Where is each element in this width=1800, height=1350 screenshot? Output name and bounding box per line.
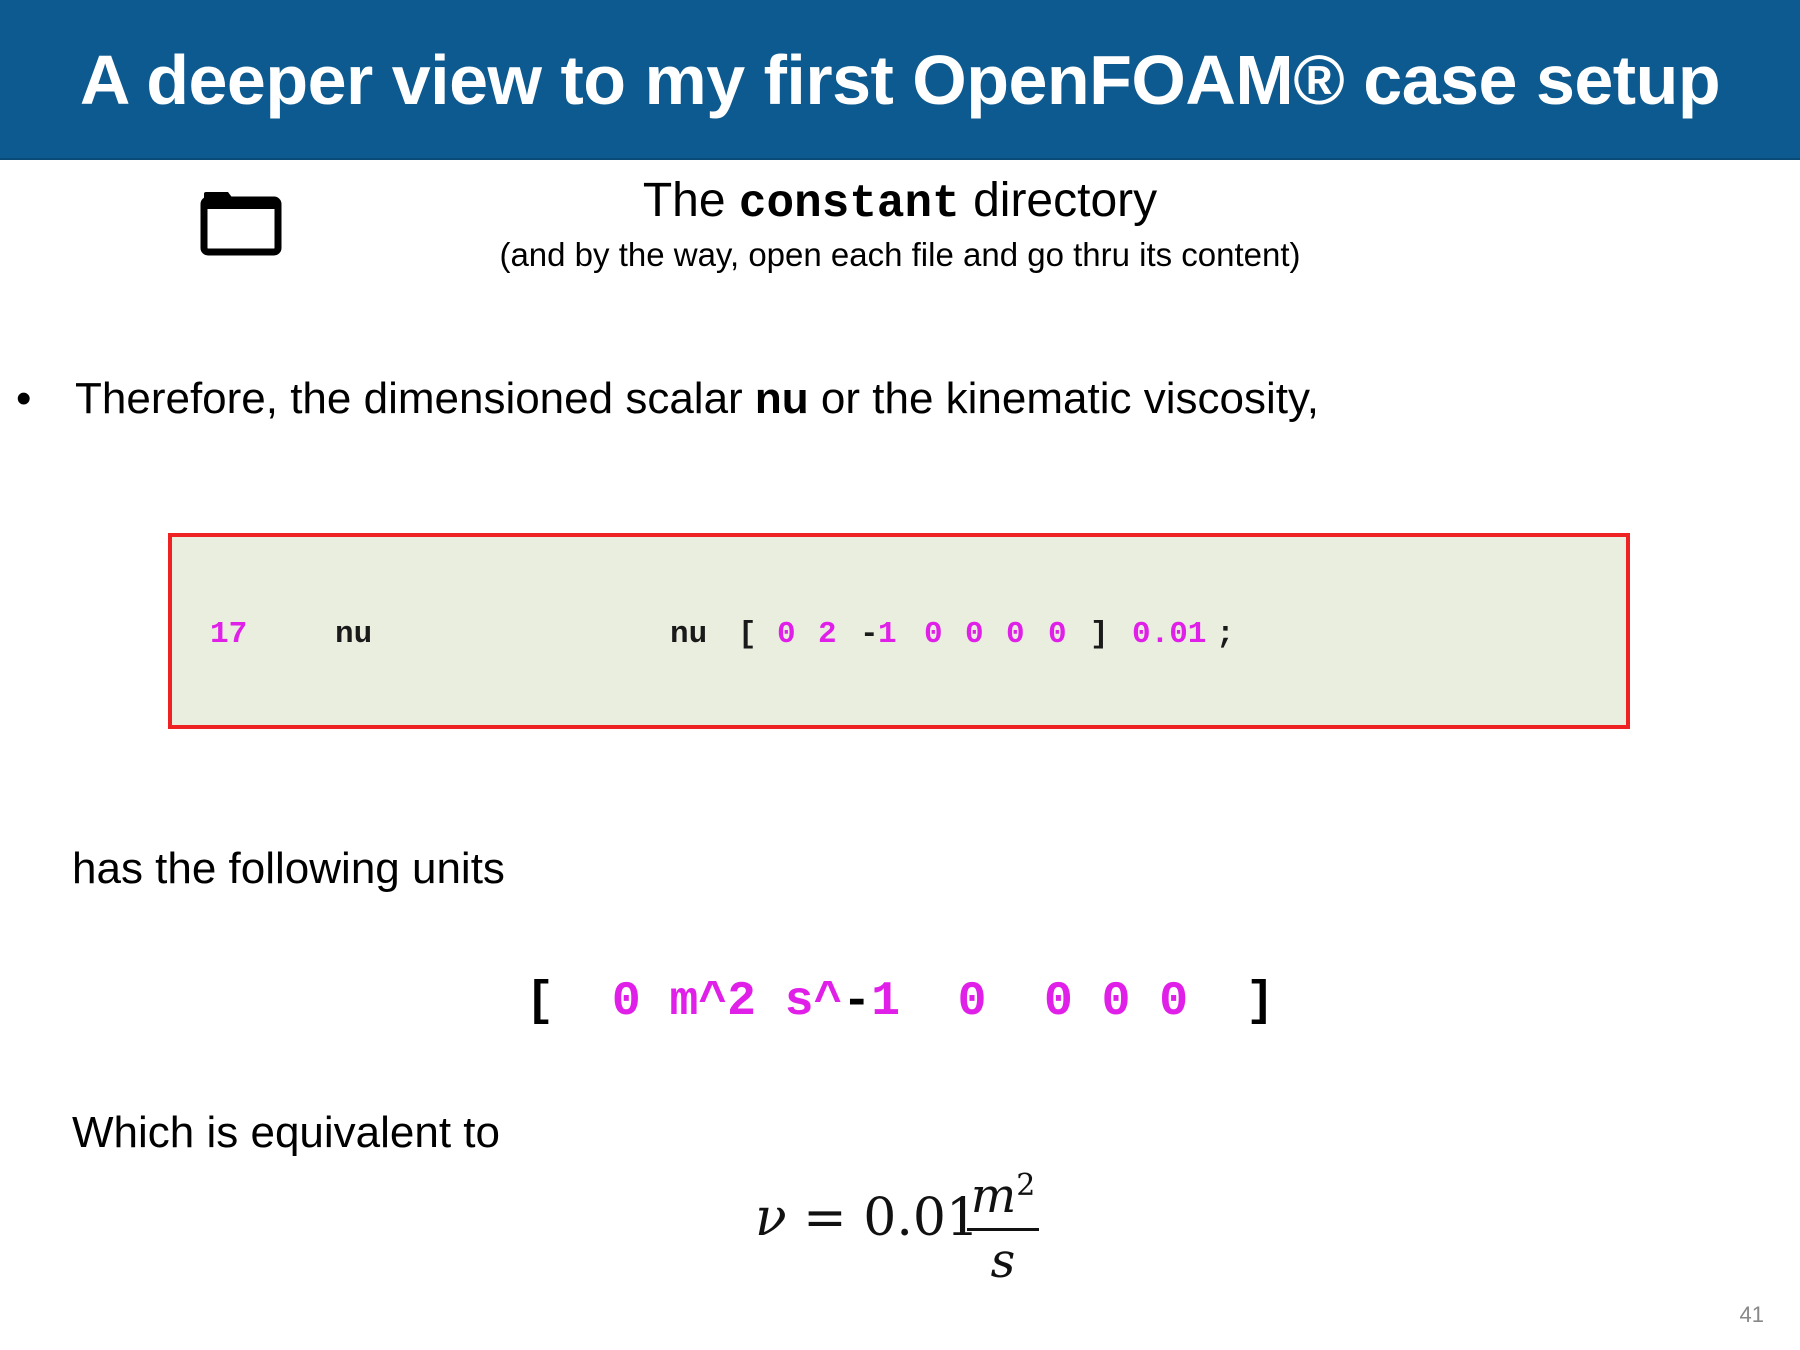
code-dim-6: 0 <box>1006 617 1025 652</box>
units-d6: 0 <box>1101 975 1131 1029</box>
formula-coef: 0.01 <box>863 1188 980 1248</box>
units-d5: 0 <box>1044 975 1073 1029</box>
code-dim-3-sign: - <box>860 617 879 652</box>
units-expression: [ 0 m^2 s^-1 0 0 0 0 ] <box>0 974 1800 1030</box>
code-dim-2: 2 <box>818 617 837 652</box>
bullet-text-after: or the kinematic viscosity, <box>808 374 1319 423</box>
formula-nu: ν <box>755 1188 787 1248</box>
fraction-bar <box>967 1228 1039 1231</box>
units-d1: 0 <box>611 975 641 1029</box>
code-dim-3: 1 <box>878 617 897 652</box>
code-open-bracket: [ <box>738 617 757 652</box>
formula-lhs: ν = 0.01 <box>755 1188 979 1248</box>
code-keyword: nu <box>335 617 373 652</box>
code-close-bracket: ] <box>1090 617 1109 652</box>
section-subtitle: The constant directory <box>0 172 1800 233</box>
code-dim-7: 0 <box>1048 617 1067 652</box>
subtitle-suffix: directory <box>959 174 1158 227</box>
units-d3b: - <box>842 975 872 1029</box>
units-open: [ <box>525 975 555 1029</box>
formula-numerator: m2 <box>967 1158 1039 1224</box>
code-dim-5: 0 <box>965 617 984 652</box>
units-close: ] <box>1245 975 1275 1029</box>
page-number: 41 <box>1739 1302 1764 1327</box>
code-terminator: ; <box>1216 617 1235 652</box>
formula-exponent: 2 <box>1016 1168 1036 1203</box>
units-d2: m^2 <box>669 975 756 1029</box>
code-name: nu <box>670 617 708 652</box>
formula-numerator-var: m <box>970 1168 1017 1224</box>
bullet-bold: nu <box>754 374 809 423</box>
units-d3c: 1 <box>871 975 900 1029</box>
subtitle-note: (and by the way, open each file and go t… <box>499 236 1301 273</box>
bullet-text-before: Therefore, the dimensioned scalar <box>75 374 755 423</box>
slide-header: A deeper view to my first OpenFOAM® case… <box>0 0 1800 160</box>
bullet-symbol: • <box>16 374 32 423</box>
bullet-text: Therefore, the dimensioned scalar nu or … <box>75 372 1319 426</box>
formula-equals: = <box>786 1188 864 1248</box>
subtitle-prefix: The <box>642 174 739 227</box>
folder-icon <box>200 192 282 256</box>
formula-fraction: m2 s <box>967 1158 1039 1289</box>
equiv-intro: Which is equivalent to <box>72 1108 500 1157</box>
code-dim-4: 0 <box>924 617 943 652</box>
formula-denominator: s <box>990 1233 1016 1289</box>
code-value: 0.01 <box>1132 617 1207 652</box>
code-dim-1: 0 <box>777 617 796 652</box>
code-line-number: 17 <box>210 617 248 652</box>
slide-title: A deeper view to my first OpenFOAM® case… <box>79 41 1721 119</box>
units-d4: 0 <box>957 975 987 1029</box>
units-d7: 0 <box>1159 975 1189 1029</box>
units-d3a: s^ <box>784 975 843 1029</box>
subtitle-mono: constant <box>738 178 960 230</box>
units-intro: has the following units <box>72 844 505 893</box>
